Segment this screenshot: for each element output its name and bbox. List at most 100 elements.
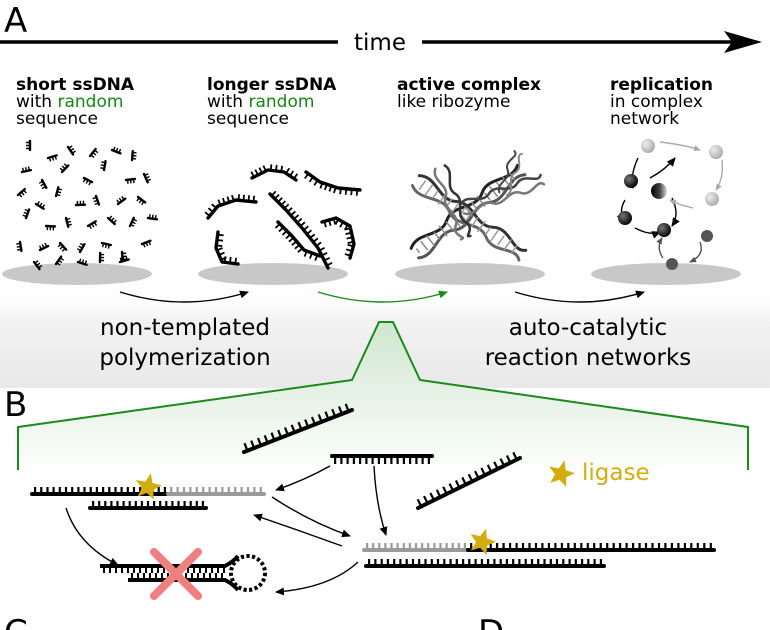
long-strand xyxy=(214,230,240,266)
short-strand xyxy=(54,255,65,266)
stage-4-line2: in complex xyxy=(610,92,703,112)
network-node xyxy=(641,139,655,153)
network-node xyxy=(705,192,719,206)
network-node xyxy=(651,183,667,199)
short-strand xyxy=(86,220,98,230)
stage-1-header: short ssDNA with random sequence xyxy=(16,77,134,128)
short-strand xyxy=(142,172,151,184)
process-left-line2: polymerization xyxy=(99,345,271,371)
stage-2-line3: sequence xyxy=(207,109,289,129)
short-strand xyxy=(136,195,147,206)
short-strand xyxy=(54,186,62,198)
short-strand xyxy=(64,216,72,228)
stage-1-line2-prefix: with xyxy=(16,92,58,112)
short-strand xyxy=(22,208,31,220)
dna-strand-top xyxy=(242,403,354,454)
short-ssdna-cluster xyxy=(16,139,159,271)
short-strand xyxy=(116,195,127,206)
panel-b-label: B xyxy=(4,385,28,425)
ligase-star-legend-icon xyxy=(549,460,575,487)
stage-4-header: replication in complex network xyxy=(610,77,713,128)
short-strand xyxy=(130,149,137,162)
dna-strand-gray-right xyxy=(362,543,470,552)
long-strand xyxy=(304,170,362,196)
time-arrow xyxy=(0,31,762,53)
stage-1-title: short ssDNA xyxy=(16,75,135,95)
network-node xyxy=(666,258,678,270)
hairpin-structure xyxy=(100,554,267,592)
panel-a-label: A xyxy=(4,1,28,41)
short-strand xyxy=(38,178,48,190)
longer-ssdna-cluster xyxy=(204,164,362,270)
stage-1-line3: sequence xyxy=(16,109,98,129)
long-strand xyxy=(320,216,356,260)
short-strand xyxy=(76,258,88,266)
dna-strand-gray-left xyxy=(166,487,266,496)
dna-strand-black-right xyxy=(466,543,716,552)
dna-strand-template-top xyxy=(330,454,434,464)
short-strand xyxy=(98,251,105,264)
stage-2-title: longer ssDNA xyxy=(207,75,337,95)
short-strand xyxy=(16,240,23,253)
process-left-line1: non-templated xyxy=(100,315,270,341)
short-strand xyxy=(32,260,43,271)
short-strand xyxy=(66,145,76,156)
short-strand xyxy=(106,215,117,226)
short-strand xyxy=(118,255,130,264)
process-right-line2: reaction networks xyxy=(484,345,692,371)
network-node xyxy=(618,211,632,225)
stage-3-title: active complex xyxy=(397,75,541,95)
short-strand xyxy=(20,166,33,174)
panel-c-label-partial: C xyxy=(4,616,28,630)
short-strand xyxy=(100,159,107,172)
process-right: auto-catalytic reaction networks xyxy=(468,313,708,373)
short-strand xyxy=(124,177,137,184)
short-strand xyxy=(128,216,138,228)
arrow-green xyxy=(317,290,448,303)
surface-3 xyxy=(395,263,545,285)
short-strand xyxy=(57,241,68,252)
stage-3-line2: like ribozyme xyxy=(397,92,511,112)
short-strand xyxy=(92,194,101,206)
short-strand xyxy=(46,154,58,162)
network-node xyxy=(657,223,671,237)
network-node xyxy=(709,145,723,159)
panel-d-label-partial: D xyxy=(478,616,504,630)
arrow-b2 xyxy=(373,465,388,536)
dna-strand-bottom-left xyxy=(88,501,208,510)
ligase-star-icon xyxy=(470,528,496,556)
network-node xyxy=(624,174,638,188)
process-right-line1: auto-catalytic xyxy=(508,315,668,341)
replication-network xyxy=(616,139,724,270)
short-strand xyxy=(140,239,152,248)
arrow-b3 xyxy=(271,496,351,538)
stage-3-header: active complex like ribozyme xyxy=(397,77,541,111)
ligase-label: ligase xyxy=(582,460,650,486)
stage-2-header: longer ssDNA with random sequence xyxy=(207,77,336,128)
short-strand xyxy=(34,201,46,210)
arrow-network xyxy=(514,290,645,303)
long-strand xyxy=(204,194,258,220)
cross-icon xyxy=(150,548,202,600)
short-strand xyxy=(26,139,32,152)
process-left: non-templated polymerization xyxy=(70,313,300,373)
ligase-star-icon xyxy=(135,473,162,500)
short-strand xyxy=(82,176,94,186)
arrow-b4 xyxy=(253,513,343,547)
stage-1-random: random xyxy=(57,92,124,112)
short-strand xyxy=(110,146,122,155)
short-strand xyxy=(44,224,57,231)
short-strand xyxy=(76,242,86,254)
panel-b-strands xyxy=(30,403,716,568)
surface-4 xyxy=(591,263,741,285)
short-strand xyxy=(74,200,87,207)
arrow-b1 xyxy=(275,465,331,492)
arrow-polymerization xyxy=(119,290,249,303)
stage-2-random: random xyxy=(248,92,315,112)
short-strand xyxy=(16,187,27,198)
short-strand xyxy=(146,214,159,221)
short-strand xyxy=(38,242,50,252)
panel-a-illustrations xyxy=(2,139,741,303)
